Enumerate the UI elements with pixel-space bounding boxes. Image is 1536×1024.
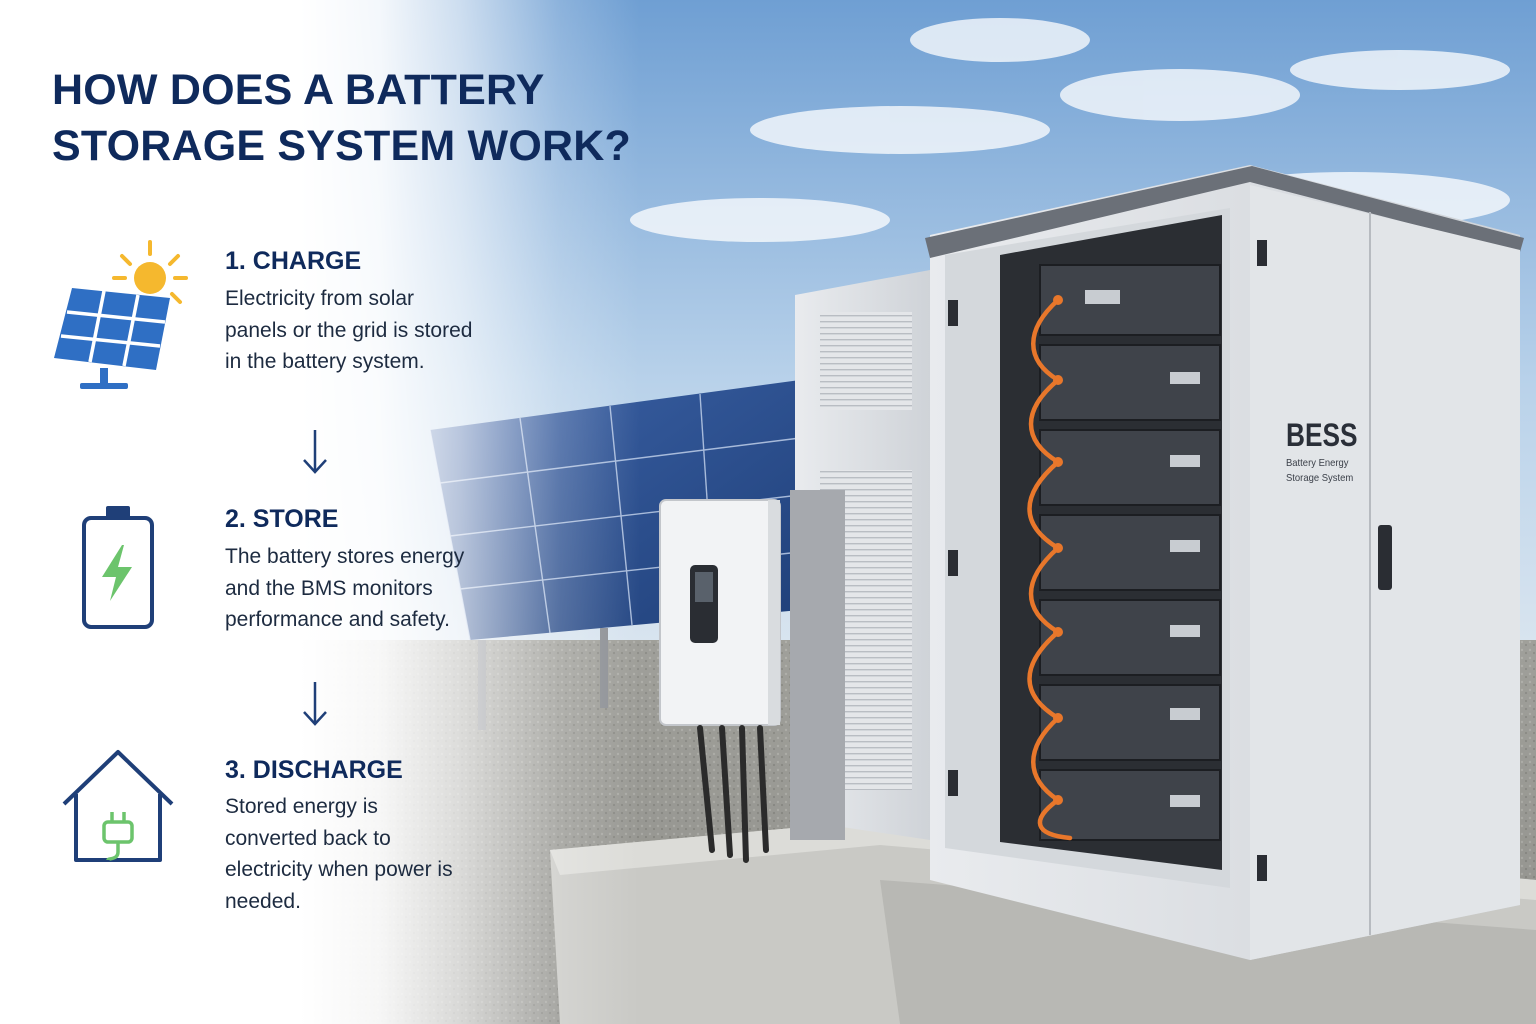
battery-bolt-icon — [82, 506, 154, 629]
step-text-store: The battery stores energy and the BMS mo… — [225, 545, 465, 631]
step-text-discharge: Stored energy is converted back to elect… — [225, 795, 453, 913]
step-heading-charge: 1. CHARGE — [225, 247, 362, 275]
step-heading-discharge: 3. DISCHARGE — [225, 756, 403, 784]
cabinet-sublabel: Battery Energy Storage System — [1286, 457, 1354, 484]
step-text-charge: Electricity from solar panels or the gri… — [225, 287, 473, 373]
solar-panel-sun-icon — [54, 240, 188, 389]
step-heading-store: 2. STORE — [225, 505, 339, 533]
arrow-down-icon — [303, 682, 327, 726]
cabinet-label: BESS — [1286, 417, 1358, 453]
house-plug-icon — [62, 750, 174, 862]
arrow-down-icon — [303, 430, 327, 474]
page-title: HOW DOES A BATTERY STORAGE SYSTEM WORK? — [52, 66, 631, 170]
